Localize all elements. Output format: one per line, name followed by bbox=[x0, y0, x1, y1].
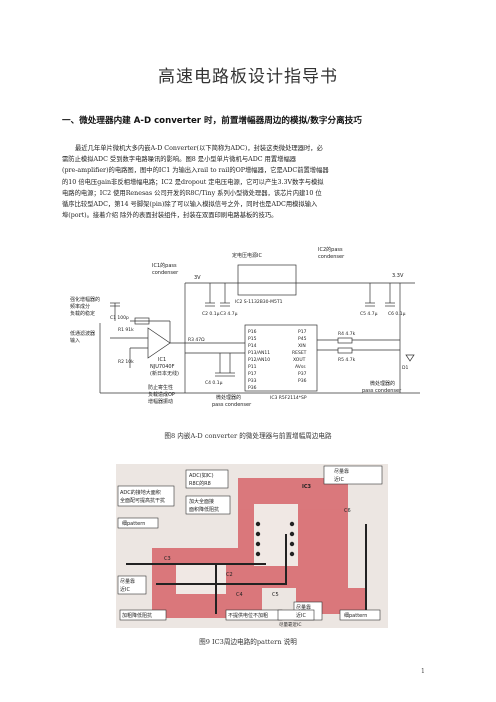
body-line: (pre-amplifier)的电路图，图中的IC1 为输出入rail to r… bbox=[62, 167, 329, 175]
fig9-label-c3: C3 bbox=[164, 556, 171, 562]
fig8-label-ic1-condenser: condenser bbox=[152, 270, 179, 276]
svg-text:P36: P36 bbox=[298, 378, 307, 384]
fig9-label-mid-2: 面积降低阻抗 bbox=[189, 506, 219, 513]
fig9-label-mid-1: 加大全面接 bbox=[189, 498, 214, 505]
fig9-label-thin-pattern: 细pattern bbox=[344, 612, 367, 619]
fig8-label-input-2: 输入 bbox=[70, 337, 80, 344]
fig8-label-opamp: IC1 bbox=[158, 357, 166, 363]
svg-text:P11: P11 bbox=[248, 364, 257, 370]
fig8-label-input-1: 低通滤波器 bbox=[70, 330, 95, 337]
fig8-label-c5: C5 4.7μ bbox=[360, 311, 378, 317]
fig9-label-left-1: ADC的接地大面积 bbox=[120, 489, 161, 496]
fig8-label-r5: R5 4.7k bbox=[338, 357, 356, 363]
svg-text:P37: P37 bbox=[298, 371, 307, 377]
fig8-label-right-pass-1: 微处理器的 bbox=[370, 380, 395, 387]
fig9-label-c4: C4 bbox=[236, 592, 243, 598]
fig9-label-bottom-right-1: 尽量靠 bbox=[296, 604, 311, 611]
fig9-label-ic3: IC3 bbox=[302, 484, 312, 490]
fig8-label-c6: C6 0.1μ bbox=[388, 311, 406, 317]
svg-text:XIN: XIN bbox=[298, 343, 306, 349]
page-title: 高速电路板设计指导书 bbox=[158, 67, 338, 87]
fig9-label-bottom-right-3: 尽量靠近IC bbox=[279, 621, 301, 628]
fig9-label-bottom-right-2: 近IC bbox=[296, 612, 306, 619]
fig8-label-amp-note-2: 频率成分 bbox=[70, 303, 90, 310]
fig8-label-r2: R2 10k bbox=[118, 359, 134, 365]
svg-text:RESET: RESET bbox=[292, 350, 307, 356]
fig9-label-c5: C5 bbox=[272, 592, 279, 598]
svg-text:P17: P17 bbox=[298, 329, 307, 335]
page-number: 1 bbox=[421, 668, 425, 675]
fig9-label-left-2: 全面配可提高抗干扰 bbox=[120, 497, 165, 504]
body-line: 的10 倍电压gain非反相增幅电路；IC2 是dropout 定电压电源，它可… bbox=[62, 178, 324, 186]
fig9-label-left-close-2: 近IC bbox=[120, 586, 130, 593]
body-paragraph: 最近几年单片微机大多内嵌A-D Converter(以下简称为ADC)，封装这类… bbox=[62, 143, 438, 221]
svg-text:P16: P16 bbox=[248, 329, 257, 335]
body-line: 最近几年单片微机大多内嵌A-D Converter(以下简称为ADC)，封装这类… bbox=[75, 145, 323, 152]
fig8-label-r1: R1 91k bbox=[118, 327, 134, 333]
svg-text:XOUT: XOUT bbox=[293, 357, 306, 363]
fig9-label-left-close-1: 尽量靠 bbox=[120, 578, 135, 585]
fig8-label-ic1-pass: IC1的pass bbox=[152, 262, 177, 269]
fig9-label-pattern: 细pattern bbox=[122, 520, 145, 527]
body-line: 循序比较型ADC，第14 号脚架(pin)除了可以输入模拟信号之外，同时也是AD… bbox=[62, 201, 318, 209]
figure8-caption: 图8 内嵌A-D converter 的微处理器与前置增幅周边电路 bbox=[164, 432, 332, 440]
fig8-label-guard-2: 负载造成OP bbox=[148, 391, 175, 398]
fig8-label-right-pass-2: pass condenser bbox=[362, 388, 402, 394]
svg-text:AVss: AVss bbox=[295, 364, 306, 370]
fig8-label-c2: C2 0.1μ bbox=[202, 311, 220, 317]
svg-text:P13/AN11: P13/AN11 bbox=[248, 350, 270, 356]
fig8-label-mcu: IC3 R5F2114*SP bbox=[270, 395, 307, 401]
figure8-schematic: P16 P15 P14 P13/AN11 P12/AN10 P11 P17 P3… bbox=[70, 246, 420, 408]
fig9-label-top-right-1: 尽量靠 bbox=[334, 468, 349, 475]
svg-text:P15: P15 bbox=[248, 336, 257, 342]
fig9-label-c2: C2 bbox=[226, 572, 233, 578]
fig8-label-ic2-part: IC2 S-1132B30-M5T1 bbox=[235, 299, 283, 305]
fig8-label-c3: C3 4.7μ bbox=[220, 311, 238, 317]
figure9-caption: 图9 IC3周边电路的pattern 说明 bbox=[199, 638, 297, 646]
svg-text:P45: P45 bbox=[298, 336, 307, 342]
fig9-label-adc-1: ADC(如IC) bbox=[189, 472, 214, 479]
figure9-pcb-pattern: ADC的接地大面积 全面配可提高抗干扰 ADC(如IC) R8C的R8 加大全面… bbox=[116, 464, 388, 628]
fig8-label-regulator: 定电压电源IC bbox=[232, 252, 262, 259]
fig8-label-mcu-pass-2: pass condenser bbox=[212, 402, 252, 408]
fig8-label-opamp-vendor: (新日本无线) bbox=[150, 370, 179, 377]
fig8-label-ic2-condenser: condenser bbox=[318, 254, 345, 260]
body-line: 埠(port)。接着介绍 除外的表面封装组件，封装在双面印刷电路基板的技巧。 bbox=[62, 212, 278, 220]
svg-text:P17: P17 bbox=[248, 371, 257, 377]
fig8-label-opamp-part: NJU7040F bbox=[150, 364, 175, 370]
svg-text:P12/AN10: P12/AN10 bbox=[248, 357, 270, 363]
fig9-label-adc-2: R8C的R8 bbox=[189, 480, 211, 487]
svg-text:P14: P14 bbox=[248, 343, 257, 349]
fig8-label-r3: R3 47Ω bbox=[188, 337, 205, 343]
fig8-label-amp-note-3: 负载的稳定 bbox=[70, 310, 95, 317]
fig8-label-3v: 3V bbox=[194, 275, 201, 281]
fig8-label-amp-note-1: 强化增幅器的 bbox=[70, 296, 100, 303]
body-line: 需防止模拟ADC 受到数字电路噪讯的影响。图8 是小型单片微机与ADC 用置增幅… bbox=[62, 156, 297, 164]
svg-text:P33: P33 bbox=[248, 378, 257, 384]
fig9-label-top-right-2: 近IC bbox=[334, 476, 344, 483]
fig8-label-d1: D1 bbox=[402, 365, 408, 371]
svg-text:P36: P36 bbox=[248, 385, 257, 391]
section-heading: 一、微处理器内建 A-D converter 时，前置增幅器周边的模拟/数字分离… bbox=[62, 116, 362, 126]
fig8-label-guard-3: 增幅器振动 bbox=[148, 398, 173, 405]
fig9-label-c6: C6 bbox=[344, 508, 351, 514]
fig8-label-guard-1: 防止寄生性 bbox=[148, 384, 173, 391]
fig8-label-c4: C4 0.1μ bbox=[205, 380, 223, 386]
fig8-label-c1: C1 100p bbox=[110, 315, 129, 321]
fig9-label-bottom-left: 加粗降低阻抗 bbox=[122, 612, 152, 619]
fig8-label-mcu-pass-1: 微处理器的 bbox=[216, 394, 241, 401]
body-line: 电路的电源；IC2 使用Renesas 公司开发的R8C/Tiny 系列小型微处… bbox=[62, 189, 322, 197]
fig8-label-ic2-pass: IC2的pass bbox=[318, 246, 343, 253]
fig8-label-r4: R4 4.7k bbox=[338, 331, 356, 337]
fig8-label-3v3: 3.3V bbox=[392, 273, 404, 279]
fig9-label-bottom-mid: 不提供电位不加粗 bbox=[228, 612, 268, 619]
